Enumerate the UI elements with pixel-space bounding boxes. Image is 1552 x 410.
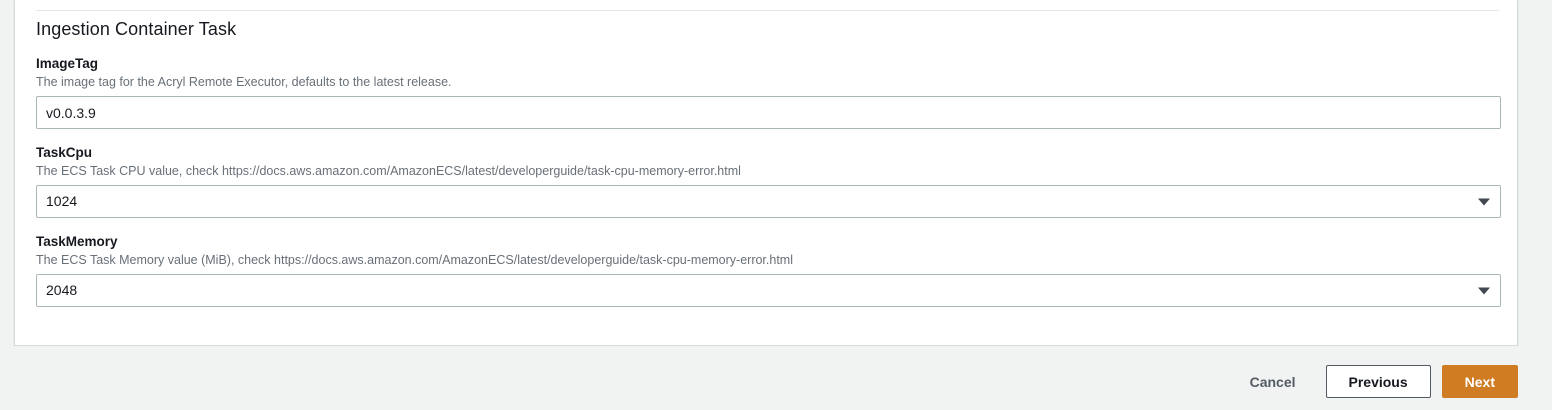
previous-button[interactable]: Previous bbox=[1325, 365, 1431, 398]
wizard-footer: Cancel Previous Next bbox=[0, 346, 1552, 410]
next-button[interactable]: Next bbox=[1441, 365, 1518, 398]
taskmemory-select[interactable]: 2048 bbox=[36, 274, 1501, 307]
taskmemory-select-box[interactable]: 2048 bbox=[36, 274, 1501, 307]
field-description-taskmemory: The ECS Task Memory value (MiB), check h… bbox=[36, 253, 793, 267]
field-taskcpu: TaskCpu The ECS Task CPU value, check ht… bbox=[36, 144, 1501, 218]
page-title: Ingestion Container Task bbox=[36, 19, 237, 39]
cancel-button[interactable]: Cancel bbox=[1240, 366, 1306, 398]
chevron-down-icon[interactable] bbox=[1478, 198, 1490, 205]
taskcpu-select[interactable]: 1024 bbox=[36, 185, 1501, 218]
field-imagetag: ImageTag The image tag for the Acryl Rem… bbox=[36, 55, 1501, 129]
field-label-imagetag: ImageTag bbox=[36, 56, 99, 71]
footer-actions: Cancel Previous Next bbox=[1240, 365, 1518, 398]
panel-top-divider bbox=[36, 10, 1499, 11]
field-taskmemory: TaskMemory The ECS Task Memory value (Mi… bbox=[36, 233, 1501, 307]
taskmemory-selected-value: 2048 bbox=[46, 282, 78, 298]
field-label-taskmemory: TaskMemory bbox=[36, 234, 118, 249]
field-description-imagetag: The image tag for the Acryl Remote Execu… bbox=[36, 75, 452, 89]
field-description-taskcpu: The ECS Task CPU value, check https://do… bbox=[36, 164, 741, 178]
field-label-taskcpu: TaskCpu bbox=[36, 145, 93, 160]
chevron-down-icon[interactable] bbox=[1478, 287, 1490, 294]
ingestion-container-task-panel: Ingestion Container Task ImageTag The im… bbox=[14, 0, 1518, 346]
panel-content: Ingestion Container Task ImageTag The im… bbox=[36, 18, 1501, 307]
taskcpu-selected-value: 1024 bbox=[46, 193, 78, 209]
taskcpu-select-box[interactable]: 1024 bbox=[36, 185, 1501, 218]
imagetag-input[interactable] bbox=[36, 96, 1501, 129]
